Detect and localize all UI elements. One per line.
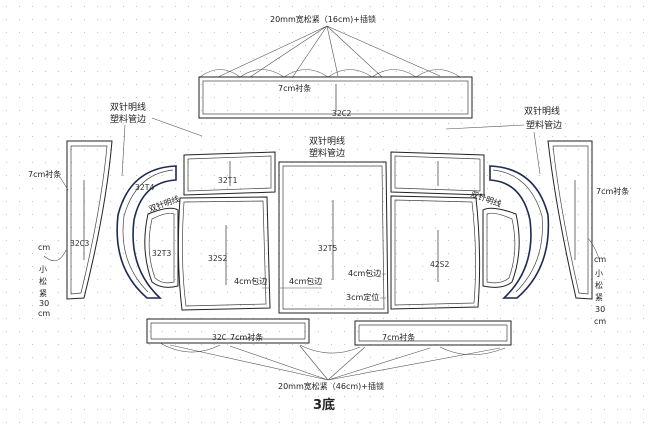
piece-32c3 — [66, 140, 113, 300]
piece-32t1 — [183, 151, 276, 196]
code-32t3: 32T3 — [152, 249, 171, 258]
code-32c3: 32C3 — [70, 239, 89, 248]
svg-text:松: 松 — [595, 280, 603, 290]
svg-text:紧: 紧 — [39, 289, 47, 298]
piece-right-curved — [489, 165, 550, 299]
piece-right-top — [390, 151, 485, 196]
code-32c2: 32C2 — [332, 109, 351, 118]
bottom-elastic-label: 20mm宽松紧（46cm)+插锁 — [278, 381, 384, 391]
svg-text:小: 小 — [39, 265, 47, 274]
piece-bottom-right-strip — [354, 320, 512, 346]
svg-text:cm: cm — [594, 317, 606, 326]
right-stitch-label-2: 塑料管边 — [526, 119, 562, 131]
position-label: 3cm定位 — [346, 292, 379, 302]
code-32t1: 32T1 — [218, 176, 237, 185]
top-elastic-label: 20mm宽松紧（16cm)+插锁 — [270, 14, 376, 24]
left-stitch-label-2: 塑料管边 — [110, 113, 146, 125]
curve-stitch-right-label: 双针明线 — [469, 188, 502, 208]
svg-text:松: 松 — [39, 276, 47, 286]
piece-right-strip — [547, 140, 593, 300]
bottom-elastic-callout — [159, 342, 506, 381]
lining-left-label: 7cm衬条 — [28, 169, 61, 179]
code-32t5: 32T5 — [318, 244, 337, 253]
lining-right-label: 7cm衬条 — [596, 186, 629, 196]
piece-42s2-right — [390, 195, 481, 310]
code-32t4: 32T4 — [135, 183, 154, 192]
center-stitch-label-1: 双针明线 — [309, 135, 345, 147]
svg-text:紧: 紧 — [595, 293, 603, 302]
piping-label-2: 4cm包边 — [289, 276, 322, 286]
svg-text:小: 小 — [595, 269, 603, 278]
piece-32t4 — [116, 165, 177, 299]
code-32s2-left: 32S2 — [208, 254, 227, 263]
svg-text:cm: cm — [38, 243, 50, 252]
center-stitch-label-2: 塑料管边 — [309, 147, 345, 159]
right-elastic-vertical: cm 小 松 紧 30 cm — [587, 237, 606, 326]
lining-bottom-left-label: 7cm衬条 — [230, 332, 263, 342]
piping-label-3: 4cm包边 — [348, 268, 381, 278]
piece-32c2 — [198, 76, 473, 119]
code-42s2-right: 42S2 — [430, 260, 449, 269]
svg-text:30: 30 — [39, 299, 49, 308]
piece-right-small — [482, 207, 520, 288]
left-elastic-vertical: cm 小 松 紧 30 cm — [38, 243, 67, 318]
diagram-title: 3底 — [313, 397, 335, 413]
piping-label-1: 4cm包边 — [234, 276, 267, 286]
left-stitch-pointer — [121, 117, 203, 177]
svg-text:cm: cm — [38, 309, 50, 318]
piece-32t5 — [278, 161, 389, 314]
code-bottom-left: 32C — [212, 333, 227, 342]
top-elastic-callout — [199, 25, 461, 79]
right-stitch-pointer — [445, 124, 541, 175]
lining-top-label: 7cm衬条 — [278, 83, 311, 93]
curve-stitch-left-label: 双针明线 — [147, 194, 180, 214]
piece-32t3 — [144, 207, 179, 288]
piece-32s2-left — [177, 196, 271, 311]
left-stitch-label-1: 双针明线 — [110, 101, 146, 113]
svg-text:30: 30 — [595, 305, 605, 314]
piece-bottom-left-strip — [146, 318, 310, 344]
lining-bottom-right-label: 7cm衬条 — [382, 332, 415, 342]
right-stitch-label-1: 双针明线 — [524, 105, 560, 117]
svg-text:cm: cm — [594, 255, 606, 264]
